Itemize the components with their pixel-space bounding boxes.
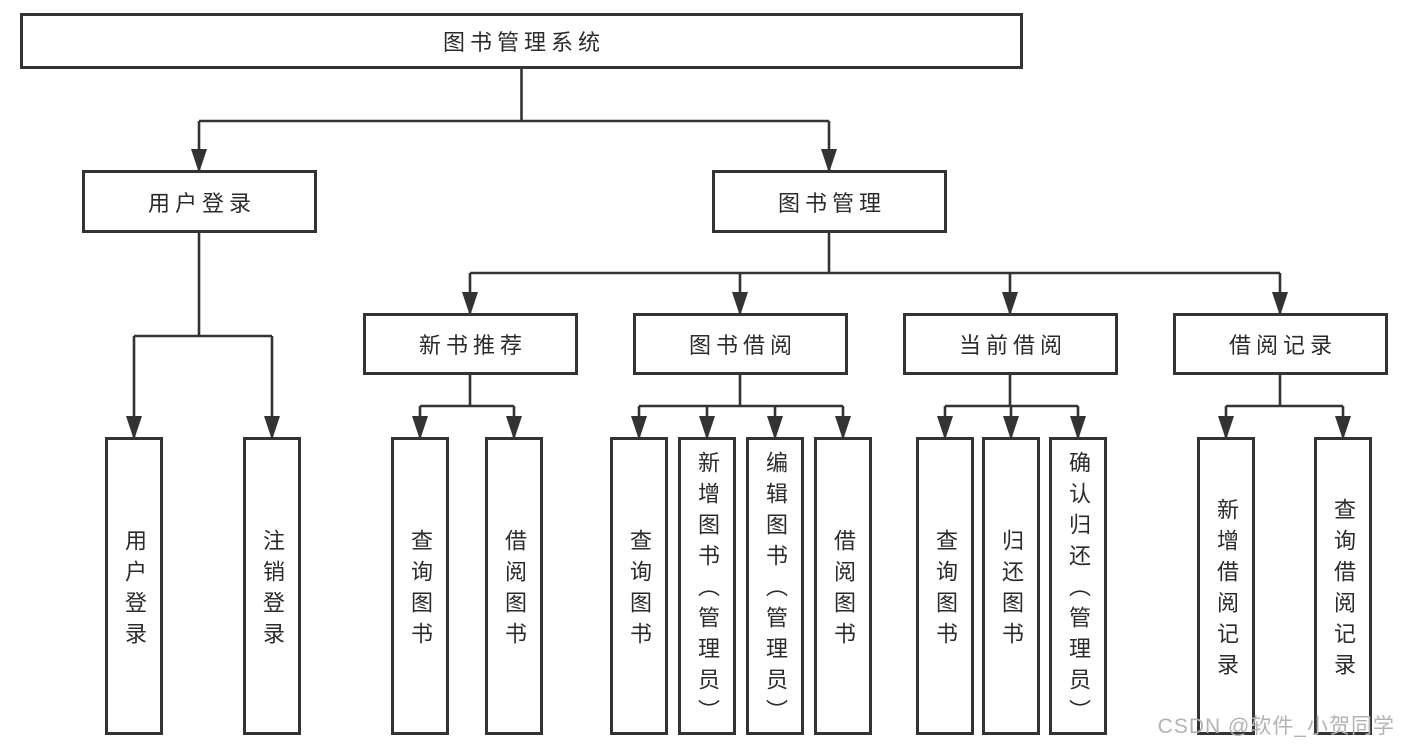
node-label: 查询图书 [933,528,958,653]
node-label: 查询借阅记录 [1331,497,1356,684]
leaf-query-books-borrowing: 查询图书 [610,437,668,735]
node-book-management: 图书管理 [712,170,947,233]
node-borrowing-records: 借阅记录 [1173,313,1388,375]
leaf-return-books: 归还图书 [982,437,1040,735]
node-label: 注销登录 [260,528,285,653]
leaf-borrow-books-recommend: 借阅图书 [485,437,543,735]
leaf-logout-login: 注销登录 [243,437,301,735]
leaf-add-books-admin: 新增图书（管理员） [678,437,736,735]
node-label: 图书借阅 [688,333,797,358]
node-label: 新书推荐 [418,333,527,358]
node-book-borrowing: 图书借阅 [633,313,848,375]
node-label: 图书管理系统 [442,30,605,55]
leaf-query-borrowing-record: 查询借阅记录 [1314,437,1372,735]
leaf-query-books-current: 查询图书 [916,437,974,735]
node-label: 借阅图书 [502,528,527,653]
leaf-confirm-return-admin: 确认归还（管理员） [1049,437,1107,735]
node-label: 用户登录 [122,528,147,653]
node-label: 归还图书 [999,528,1024,653]
leaf-borrow-books-borrowing: 借阅图书 [814,437,872,735]
leaf-edit-books-admin: 编辑图书（管理员） [746,437,804,735]
node-label: 查询图书 [627,528,652,653]
node-label: 当前借阅 [958,333,1067,358]
node-label: 确认归还（管理员） [1066,451,1091,730]
node-new-book-recommend: 新书推荐 [363,313,578,375]
node-label: 图书管理 [777,190,886,216]
node-label: 查询图书 [408,528,433,653]
node-current-borrowing: 当前借阅 [903,313,1118,375]
node-label: 借阅记录 [1228,333,1337,358]
csdn-watermark: CSDN @软件_小贺同学 [1157,715,1395,738]
node-label: 编辑图书（管理员） [763,451,788,730]
node-label: 新增图书（管理员） [695,451,720,730]
node-label: 借阅图书 [831,528,856,653]
node-user-login: 用户登录 [82,170,317,233]
leaf-add-borrowing-record: 新增借阅记录 [1197,437,1255,735]
leaf-user-login: 用户登录 [105,437,163,735]
node-library-management-system: 图书管理系统 [20,13,1023,69]
node-label: 用户登录 [147,190,256,216]
node-label: 新增借阅记录 [1214,497,1239,684]
leaf-query-books-recommend: 查询图书 [391,437,449,735]
